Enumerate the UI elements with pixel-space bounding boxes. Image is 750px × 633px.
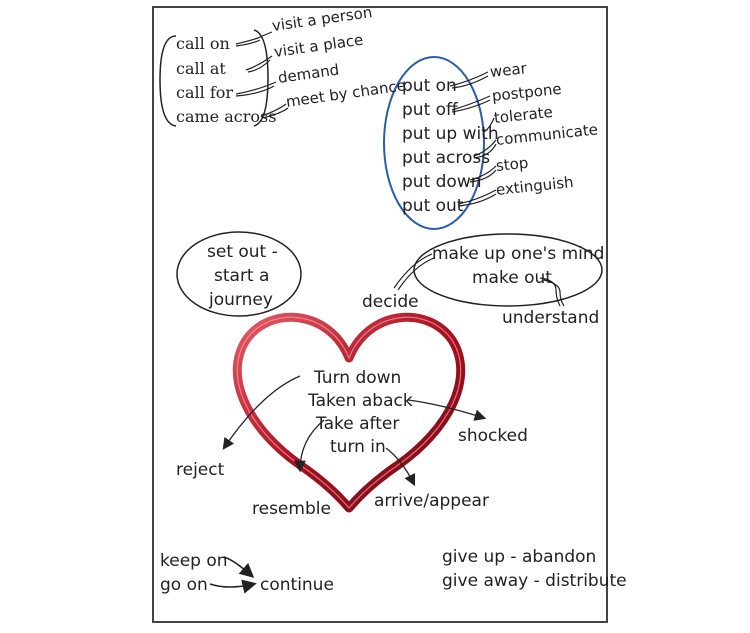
make-group-connectors (393, 253, 565, 307)
call-group-connectors (235, 31, 289, 119)
put-meaning-1: wear (489, 59, 528, 81)
call-group-bracket-left (159, 35, 177, 127)
keep-meaning: continue (260, 575, 334, 595)
heart-meaning-reject: reject (176, 460, 225, 480)
arrow-go-on (209, 579, 257, 594)
arrow-take-after-resemble (294, 419, 325, 473)
make-group-ellipse (413, 233, 603, 307)
set-out-line-2: start a (214, 266, 270, 286)
heart-phrase-2: Taken aback (308, 391, 413, 411)
make-phrase-1: make up one's mind (432, 244, 605, 264)
put-group-ellipse (383, 56, 485, 230)
heart-phrase-4: turn in (330, 437, 386, 457)
keep-verb-1: keep on (160, 551, 228, 571)
make-meaning-2: understand (502, 308, 600, 328)
give-line-1: give up - abandon (442, 547, 597, 567)
put-verb-5: put down (402, 172, 482, 192)
call-verb-2: call at (176, 59, 226, 78)
set-out-ellipse (176, 231, 302, 317)
put-group-connectors (449, 71, 497, 207)
put-verb-3: put up with (402, 124, 499, 144)
set-out-line-1: set out - (207, 242, 278, 262)
heart-phrase-1: Turn down (314, 368, 402, 388)
arrow-turn-in-arrive (385, 447, 416, 487)
make-phrase-2: make out (472, 268, 552, 288)
arrow-turn-down-reject (222, 375, 301, 450)
set-out-line-3: journey (209, 290, 273, 310)
make-meaning-1: decide (362, 292, 419, 312)
heart-phrase-3: Take after (316, 414, 400, 434)
put-verb-6: put out (402, 196, 464, 216)
call-group-bracket-right (253, 29, 269, 127)
heart-meaning-arrive: arrive/appear (374, 491, 489, 511)
heart-meaning-resemble: resemble (252, 499, 331, 519)
heart-shape (232, 312, 466, 513)
give-line-2: give away - distribute (442, 571, 627, 591)
keep-verb-2: go on (160, 575, 208, 595)
call-verb-4: came across (176, 107, 277, 126)
heart-highlight (236, 316, 462, 509)
call-verb-3: call for (176, 83, 234, 102)
put-verb-2: put off (402, 100, 458, 120)
worksheet-card (152, 6, 608, 623)
put-verb-4: put across (402, 148, 491, 168)
arrow-taken-aback-shocked (407, 399, 487, 421)
call-verb-1: call on (176, 34, 230, 53)
heart-meaning-shocked: shocked (458, 426, 528, 446)
put-meaning-5: stop (495, 153, 530, 175)
arrow-keep-on (223, 556, 255, 578)
heart-arrows (222, 375, 487, 487)
put-verb-1: put on (402, 76, 457, 96)
keep-group-arrows (209, 556, 257, 594)
